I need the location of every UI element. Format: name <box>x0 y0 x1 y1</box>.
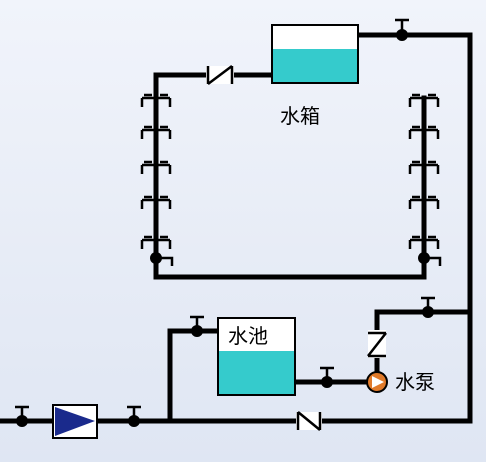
gate-valve-tank <box>395 18 409 41</box>
pipe-network <box>0 32 473 424</box>
faucet-icon <box>408 125 424 139</box>
check-valve-icon <box>206 65 234 85</box>
water-pump-label: 水泵 <box>395 370 435 394</box>
gate-valve-inlet <box>15 405 29 427</box>
check-valve-bottom <box>296 411 322 431</box>
faucet-icon <box>424 125 440 139</box>
faucet-icon <box>408 93 424 107</box>
gate-valve-pool <box>190 315 204 337</box>
faucet-icon <box>408 235 424 249</box>
drain-stub-icon <box>156 256 174 266</box>
gate-valve-main <box>127 405 141 427</box>
faucet-icon <box>424 160 440 174</box>
faucet-icon <box>156 93 172 107</box>
faucet-icon <box>156 160 172 174</box>
faucets-right-riser <box>408 93 442 266</box>
faucet-icon <box>424 93 440 107</box>
water-tank: 水箱 <box>271 24 359 128</box>
check-valve-icon <box>367 331 387 358</box>
water-pool: 水池 <box>217 317 296 396</box>
gate-valve-riser <box>421 296 435 318</box>
water-pool-label: 水池 <box>228 324 268 348</box>
water-tank-water <box>273 49 357 82</box>
faucet-icon <box>140 195 156 209</box>
check-valve-top <box>206 65 234 85</box>
water-tank-label: 水箱 <box>280 104 320 128</box>
faucet-icon <box>408 195 424 209</box>
faucet-icon <box>156 125 172 139</box>
pool-inlet-pipe <box>167 328 221 424</box>
faucet-icon <box>408 160 424 174</box>
faucet-icon <box>140 125 156 139</box>
drain-stub-icon <box>424 256 442 266</box>
faucets-left-riser <box>140 93 174 266</box>
faucet-icon <box>140 93 156 107</box>
tank-outlet-pipe <box>153 72 427 280</box>
faucet-icon <box>156 235 172 249</box>
faucet-icon <box>140 235 156 249</box>
faucet-icon <box>140 160 156 174</box>
gate-valves <box>15 18 435 427</box>
water-meter <box>52 404 98 439</box>
faucet-icon <box>156 195 172 209</box>
pump-arrow-icon <box>372 376 384 388</box>
faucet-icon <box>424 195 440 209</box>
check-valve-icon <box>296 411 322 431</box>
water-meter-icon <box>55 407 95 436</box>
gate-valve-pool-outlet <box>320 366 334 388</box>
water-pump: 水泵 <box>366 370 435 394</box>
water-pool-water <box>219 351 294 394</box>
pump-branch-pipe <box>374 309 473 385</box>
check-valve-pump <box>367 330 387 358</box>
faucet-icon <box>424 235 440 249</box>
